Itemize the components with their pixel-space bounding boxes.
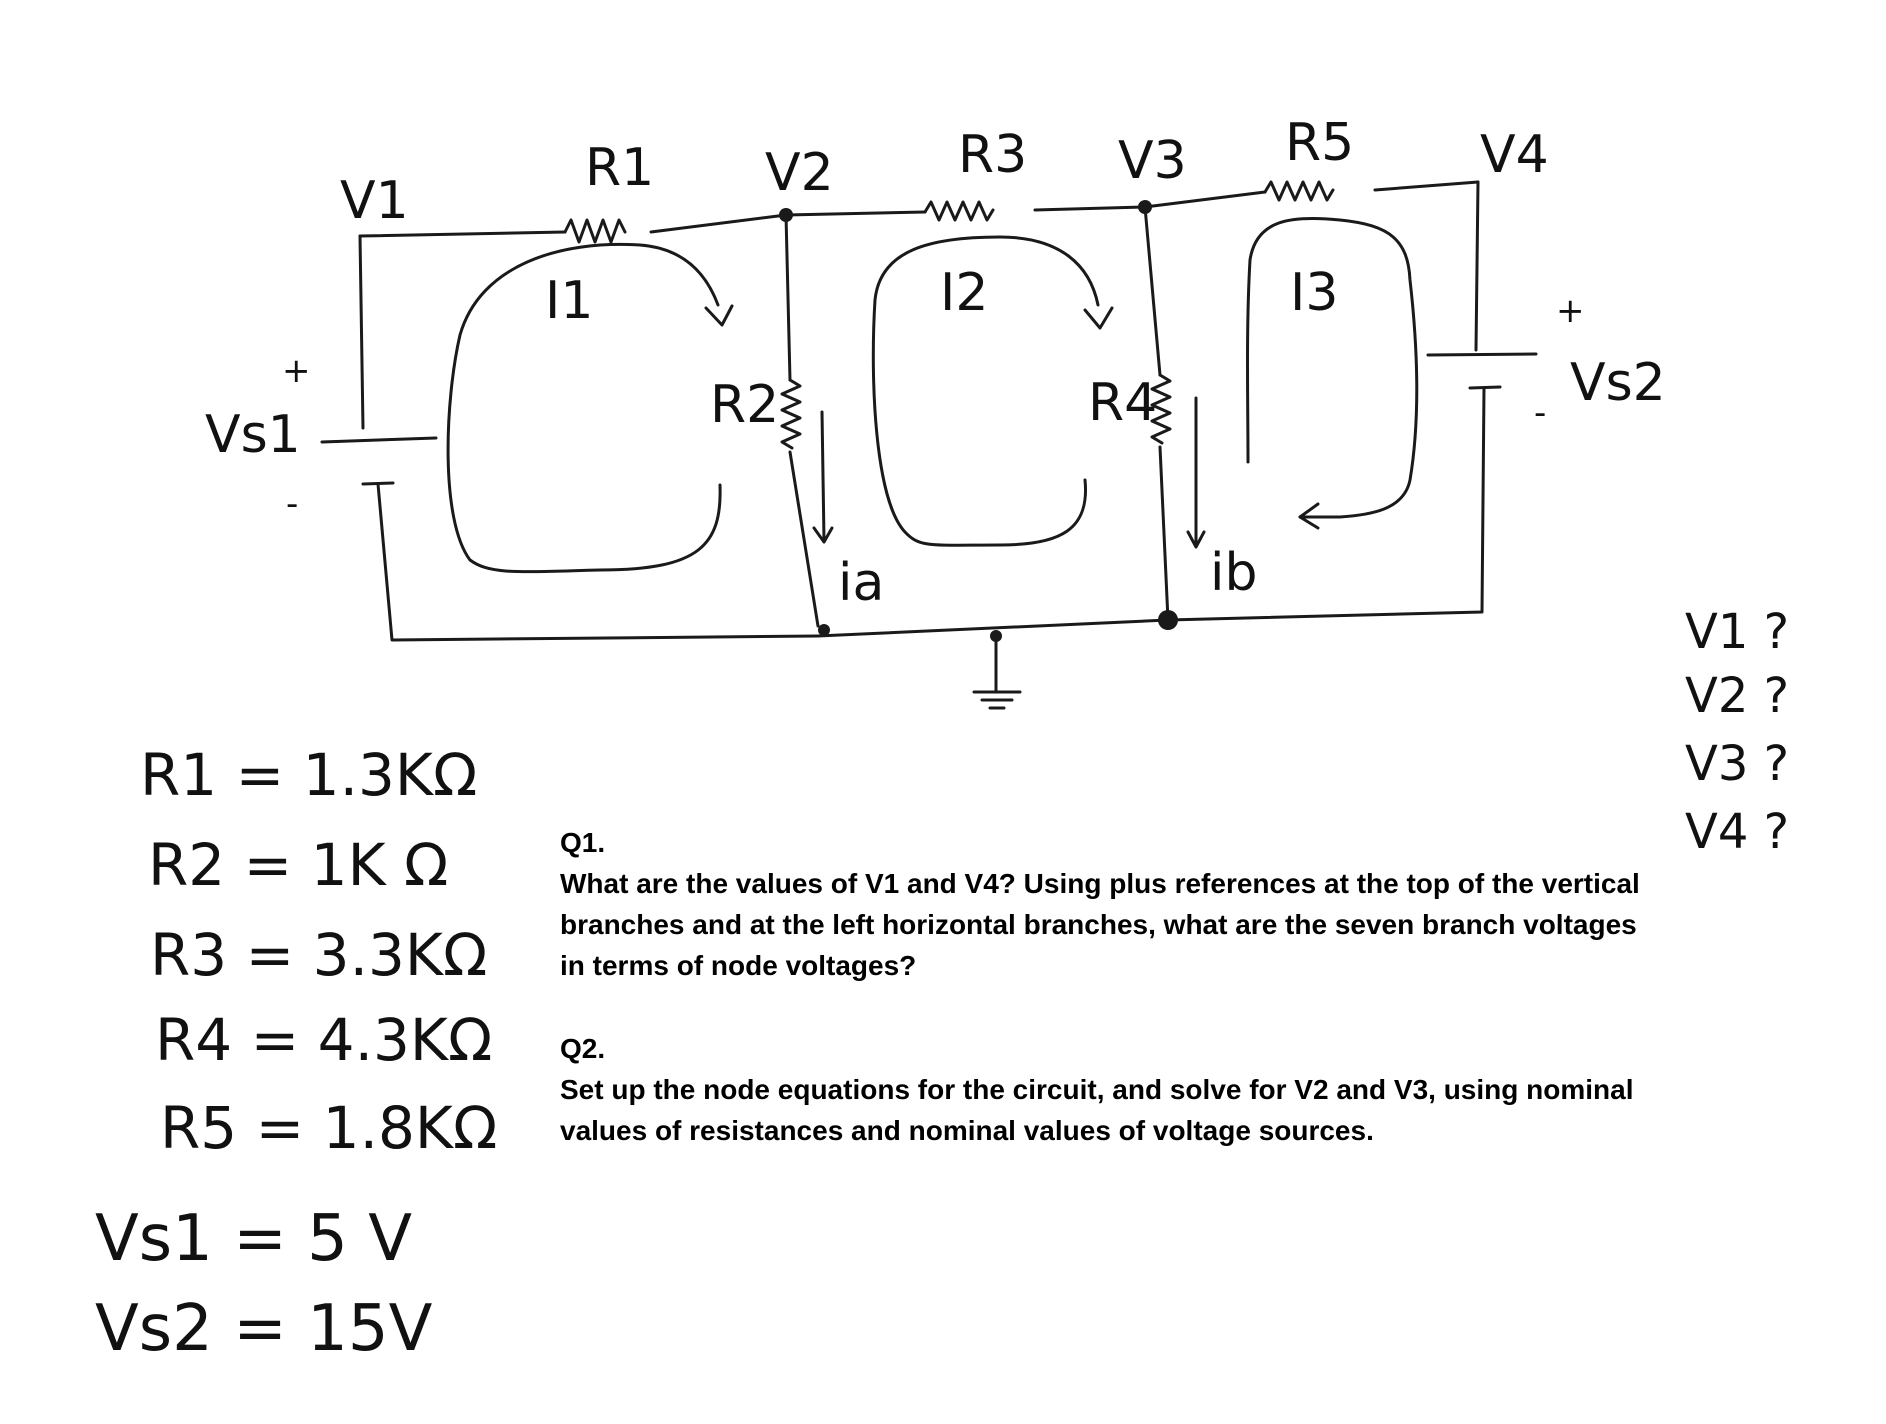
node-bottom-right bbox=[1158, 610, 1178, 630]
loop-i3-arrow bbox=[1298, 502, 1320, 530]
vs2-plate-long bbox=[1426, 352, 1538, 357]
label-vs1-plus: + bbox=[282, 351, 311, 391]
resistor-r3 bbox=[923, 200, 995, 222]
loop-i3 bbox=[1246, 216, 1419, 519]
resistor-r5 bbox=[1263, 180, 1335, 202]
value-r4: R4 = 4.3KΩ bbox=[155, 1006, 492, 1074]
label-vs1: Vs1 bbox=[205, 405, 301, 465]
loop-i1-arrow bbox=[704, 304, 734, 327]
q1-label: Q1. bbox=[560, 827, 606, 858]
label-r1: R1 bbox=[585, 138, 654, 198]
value-r1: R1 = 1.3KΩ bbox=[140, 741, 477, 809]
node-ground bbox=[990, 630, 1002, 642]
node-v3 bbox=[1138, 200, 1152, 214]
q1-text: What are the values of V1 and V4? Using … bbox=[560, 868, 1640, 981]
label-r2: R2 bbox=[710, 375, 779, 435]
label-vs2: Vs2 bbox=[1570, 353, 1666, 413]
wire-top-v3-r5 bbox=[1143, 190, 1267, 209]
wire-left-bottom bbox=[376, 482, 820, 642]
label-vs1-minus: - bbox=[286, 484, 298, 524]
value-r5: R5 = 1.8KΩ bbox=[160, 1094, 497, 1162]
unknown-v4: V4 ? bbox=[1685, 804, 1789, 860]
label-vs2-minus: - bbox=[1534, 393, 1546, 433]
wire-left-top bbox=[358, 234, 365, 430]
ia-arrow bbox=[812, 410, 834, 544]
vs1-plate-long bbox=[320, 436, 438, 444]
unknown-v1: V1 ? bbox=[1685, 604, 1789, 660]
source-vs2: Vs2 = 15V bbox=[95, 1292, 433, 1366]
wire-bottom-mid bbox=[816, 618, 1170, 638]
loop-i2-arrow bbox=[1083, 306, 1114, 330]
label-i2: I2 bbox=[940, 263, 988, 323]
wire-top-r1-v2 bbox=[649, 213, 788, 234]
ground-symbol bbox=[972, 690, 1022, 710]
label-ib: ib bbox=[1210, 543, 1257, 603]
value-r3: R3 = 3.3KΩ bbox=[150, 921, 487, 989]
label-v2: V2 bbox=[765, 143, 834, 203]
label-ia: ia bbox=[838, 553, 884, 613]
loop-i2 bbox=[871, 235, 1100, 547]
node-bottom-left bbox=[818, 624, 830, 636]
label-r4: R4 bbox=[1088, 373, 1157, 433]
source-vs1: Vs1 = 5 V bbox=[95, 1202, 412, 1276]
label-v3: V3 bbox=[1118, 131, 1187, 191]
node-v2 bbox=[779, 208, 793, 222]
wire-v3-down bbox=[1143, 205, 1162, 377]
wire-top-left bbox=[358, 230, 567, 238]
wire-r4-bottom bbox=[1158, 445, 1170, 622]
wire-r2-bottom bbox=[788, 450, 820, 628]
value-r2: R2 = 1K Ω bbox=[148, 831, 448, 899]
resistor-r2 bbox=[780, 378, 802, 450]
resistor-r4 bbox=[1150, 373, 1172, 445]
questions-block: Q1. What are the values of V1 and V4? Us… bbox=[560, 822, 1660, 1193]
label-v4: V4 bbox=[1480, 125, 1549, 185]
wire-top-r3-v3 bbox=[1033, 205, 1147, 212]
resistor-r1 bbox=[563, 218, 627, 244]
label-r5: R5 bbox=[1285, 113, 1354, 173]
q2-text: Set up the node equations for the circui… bbox=[560, 1074, 1634, 1146]
label-vs2-plus: + bbox=[1556, 291, 1585, 331]
label-v1: V1 bbox=[340, 171, 409, 231]
wire-top-r5-v4 bbox=[1373, 180, 1480, 192]
unknown-v3: V3 ? bbox=[1685, 736, 1789, 792]
loop-i1 bbox=[446, 242, 722, 574]
wire-top-v2-r3 bbox=[784, 210, 927, 217]
label-r3: R3 bbox=[958, 125, 1027, 185]
wire-v2-down bbox=[784, 213, 792, 382]
wire-right-top bbox=[1474, 180, 1480, 352]
wire-right-bottom bbox=[1166, 386, 1486, 622]
ib-arrow bbox=[1186, 396, 1206, 549]
label-i1: I1 bbox=[545, 271, 593, 331]
unknown-v2: V2 ? bbox=[1685, 668, 1789, 724]
q2-label: Q2. bbox=[560, 1033, 606, 1064]
label-i3: I3 bbox=[1290, 263, 1338, 323]
